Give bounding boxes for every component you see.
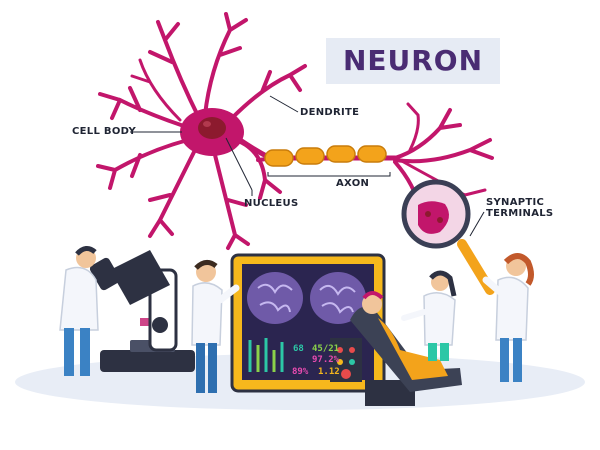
axon-myelin-segments [264,145,387,167]
label-synaptic-line1: SYNAPTIC [486,197,545,208]
scientist-magnifier [482,253,534,382]
label-synaptic-terminals: SYNAPTIC TERMINALS [486,197,553,219]
label-axon: AXON [336,178,370,189]
readout-5: 1.12 [318,367,340,377]
label-connectors [130,95,485,237]
page-title: NEURON [342,44,484,77]
brain-scan-left [247,272,303,324]
label-dendrite: DENDRITE [300,107,360,118]
magnifying-glass-icon [401,179,495,295]
readout-2: 45/21 [312,344,340,354]
readout-4: 89% [292,367,309,377]
readout-3: 97.2% [312,355,340,365]
scientist-microscope [59,246,99,376]
label-cell-body: CELL BODY [72,126,137,137]
nucleus-highlight [203,121,211,127]
label-synaptic-line2: TERMINALS [486,208,554,219]
nucleus [198,117,226,139]
label-nucleus: NUCLEUS [244,198,299,209]
signal-bars [248,338,284,372]
exam-chair [350,291,462,406]
dendrites [96,12,307,250]
microscope [89,250,195,372]
nurse [401,270,457,361]
scientist-monitor [191,260,240,393]
readout-1: 68 [293,344,304,354]
control-panel [330,338,362,382]
title-background [326,38,500,84]
